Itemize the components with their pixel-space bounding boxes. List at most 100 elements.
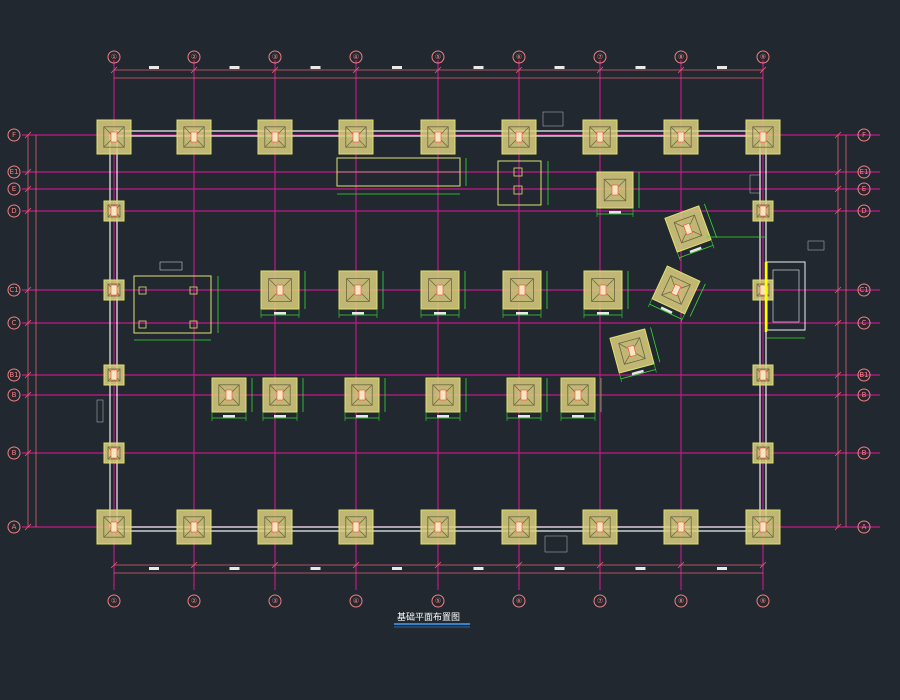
footing-step — [218, 384, 240, 406]
footing-top-8 — [663, 119, 699, 155]
footing-slope-1 — [365, 384, 373, 392]
detail-dim-text — [518, 415, 530, 418]
footing-slope-2 — [527, 398, 535, 406]
pit-inner — [772, 269, 800, 323]
detail-footing-row-d-1 — [338, 270, 384, 318]
footing — [583, 270, 623, 310]
bubble-circle — [857, 388, 871, 402]
bubble-label: B — [862, 449, 867, 457]
footing-slope-0 — [428, 278, 437, 287]
bubble-circle — [674, 594, 688, 608]
footing-step — [183, 516, 205, 538]
dim-tick-left-8 — [24, 449, 32, 457]
footing-step — [107, 283, 121, 297]
footing-slope-0 — [591, 278, 600, 287]
row-bubble-left-1: E1 — [7, 165, 21, 179]
footing-right-0 — [752, 200, 774, 222]
footing-slope-1 — [680, 284, 691, 289]
dim-tick-right-8 — [834, 449, 842, 457]
detail-footing-row-c-3 — [425, 377, 467, 421]
footing-step — [752, 516, 774, 538]
detail-dim-text — [689, 246, 702, 254]
footing-slope-1 — [197, 126, 205, 134]
bubble-circle — [431, 50, 445, 64]
bubble-label: F — [862, 131, 866, 139]
footing-slope-0 — [670, 516, 678, 524]
row-bubble-right-8: B — [857, 446, 871, 460]
footing-slope-2 — [361, 293, 370, 302]
detail-dim-v — [650, 327, 661, 363]
footing-slope-0 — [183, 126, 191, 134]
footing-slope-3 — [508, 140, 516, 148]
footing-bottom-5 — [420, 509, 456, 545]
dim-text-top-7 — [717, 66, 727, 69]
footing-slope-1 — [443, 278, 452, 287]
dim-tick-left-1 — [24, 168, 32, 176]
dim-tick-top-4 — [434, 66, 442, 74]
dim-tick-top-6 — [596, 66, 604, 74]
footing-left-3 — [103, 442, 125, 464]
footing-slope-3 — [346, 293, 355, 302]
bubble-label: ③ — [272, 597, 278, 605]
footing-step — [756, 446, 770, 460]
dim-tick-left-4 — [24, 286, 32, 294]
footing-slope-2 — [359, 530, 367, 538]
detail-ext-l — [618, 372, 622, 382]
bubble-label: ⑨ — [760, 597, 766, 605]
bubble-circle — [7, 520, 21, 534]
dim-tick-bottom-3 — [352, 561, 360, 569]
footing-slope-3 — [427, 140, 435, 148]
footing-slope-2 — [603, 530, 611, 538]
dim-text-bottom-7 — [717, 567, 727, 570]
column-pier — [276, 389, 284, 401]
footing-step — [513, 384, 535, 406]
column-pier — [759, 521, 767, 533]
rotated-footing-1 — [648, 265, 706, 323]
detail-dim-text — [437, 415, 449, 418]
footing-slope-0 — [670, 126, 678, 134]
column-pier — [110, 205, 118, 217]
col-bubble-top-5: ⑤ — [431, 50, 445, 64]
row-bubble-right-0: F — [857, 128, 871, 142]
strip-footing-top — [336, 157, 467, 195]
footing-bottom-9 — [745, 509, 781, 545]
col-bubble-top-9: ⑨ — [756, 50, 770, 64]
col-bubble-bottom-2: ② — [187, 594, 201, 608]
bubble-label: E1 — [10, 168, 19, 176]
drawing-title-block: 基础平面布置图 — [394, 611, 470, 628]
detail-ext-r — [710, 239, 715, 249]
bubble-circle — [7, 128, 21, 142]
col-bubble-top-4: ④ — [349, 50, 363, 64]
footing-slope-0 — [264, 516, 272, 524]
footing-slope-3 — [183, 140, 191, 148]
bubble-label: B — [12, 449, 17, 457]
footing-slope-2 — [117, 530, 125, 538]
dim-text-bottom-3 — [392, 567, 402, 570]
col-bubble-bottom-6: ⑥ — [512, 594, 526, 608]
footing-bottom-3 — [257, 509, 293, 545]
footing — [596, 171, 634, 209]
footing-slope-2 — [283, 398, 291, 406]
footing-slope-0 — [567, 384, 575, 392]
detail-dim-text — [660, 306, 673, 314]
footing — [560, 377, 596, 413]
row-bubble-left-2: E — [7, 182, 21, 196]
rot-inner-2 — [609, 327, 661, 382]
footing-step — [264, 126, 286, 148]
footing-slope-2 — [278, 530, 286, 538]
column-pier — [683, 222, 693, 236]
footing-slope-2 — [606, 293, 615, 302]
column-pier — [436, 284, 444, 296]
col-bubble-top-1: ① — [107, 50, 121, 64]
bubble-label: ② — [191, 597, 197, 605]
footing-slope-2 — [766, 140, 774, 148]
footing-slope-0 — [183, 516, 191, 524]
twin-pier-2 — [513, 185, 523, 195]
footing-slope-1 — [117, 126, 125, 134]
twin-outline — [497, 160, 542, 206]
footing-step — [427, 516, 449, 538]
footing — [420, 270, 460, 310]
bubble-label: ⑨ — [760, 53, 766, 61]
bubble-circle — [593, 50, 607, 64]
